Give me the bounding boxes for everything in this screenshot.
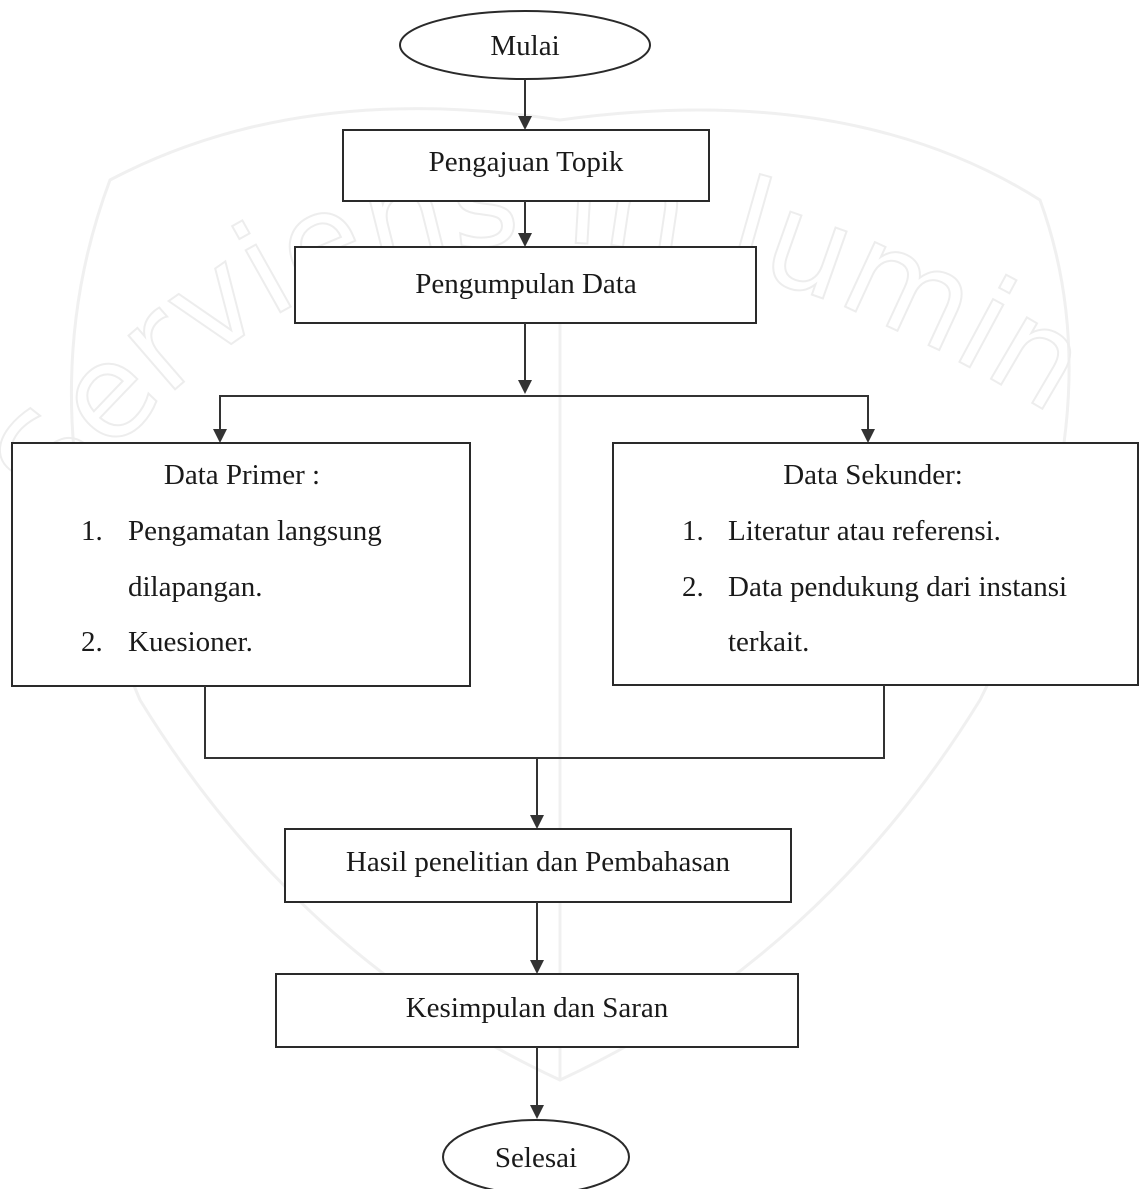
secondary-item-2-line-2: terkait. bbox=[728, 626, 809, 658]
conclusion-label: Kesimpulan dan Saran bbox=[406, 992, 669, 1024]
primary-title: Data Primer : bbox=[164, 459, 320, 491]
watermark-emblem-outline bbox=[69, 107, 1071, 1082]
merge-connector bbox=[204, 685, 885, 829]
end-terminal: Selesai bbox=[442, 1119, 630, 1189]
arrow-collect-to-split bbox=[518, 323, 532, 394]
primary-item-1-number: 1. bbox=[81, 515, 103, 547]
collect-process-box: Pengumpulan Data bbox=[294, 246, 757, 324]
secondary-item-2-line-1: Data pendukung dari instansi bbox=[728, 571, 1067, 603]
secondary-title: Data Sekunder: bbox=[783, 459, 963, 491]
conclusion-process-box: Kesimpulan dan Saran bbox=[275, 973, 799, 1048]
results-process-box: Hasil penelitian dan Pembahasan bbox=[284, 828, 792, 903]
arrow-start-to-topic bbox=[518, 79, 532, 130]
primary-item-2-number: 2. bbox=[81, 626, 103, 658]
split-connector bbox=[213, 395, 875, 443]
arrow-results-to-conclusion bbox=[530, 902, 544, 974]
secondary-item-1-line-1: Literatur atau referensi. bbox=[728, 515, 1001, 547]
secondary-data-box: Data Sekunder: 1. Literatur atau referen… bbox=[612, 442, 1139, 686]
arrow-conclusion-to-end bbox=[530, 1047, 544, 1119]
arrow-topic-to-collect bbox=[518, 201, 532, 247]
primary-item-2-line-1: Kuesioner. bbox=[128, 626, 253, 658]
primary-data-box: Data Primer : 1. Pengamatan langsung dil… bbox=[11, 442, 471, 687]
topic-label: Pengajuan Topik bbox=[429, 146, 624, 178]
topic-process-box: Pengajuan Topik bbox=[342, 129, 710, 202]
collect-label: Pengumpulan Data bbox=[415, 268, 637, 300]
primary-item-1-line-1: Pengamatan langsung bbox=[128, 515, 382, 547]
secondary-item-1-number: 1. bbox=[682, 515, 704, 547]
start-terminal: Mulai bbox=[399, 10, 651, 80]
primary-item-1-line-2: dilapangan. bbox=[128, 571, 262, 603]
secondary-item-2-number: 2. bbox=[682, 571, 704, 603]
results-label: Hasil penelitian dan Pembahasan bbox=[346, 846, 731, 878]
start-label: Mulai bbox=[490, 30, 559, 62]
end-label: Selesai bbox=[495, 1142, 577, 1174]
